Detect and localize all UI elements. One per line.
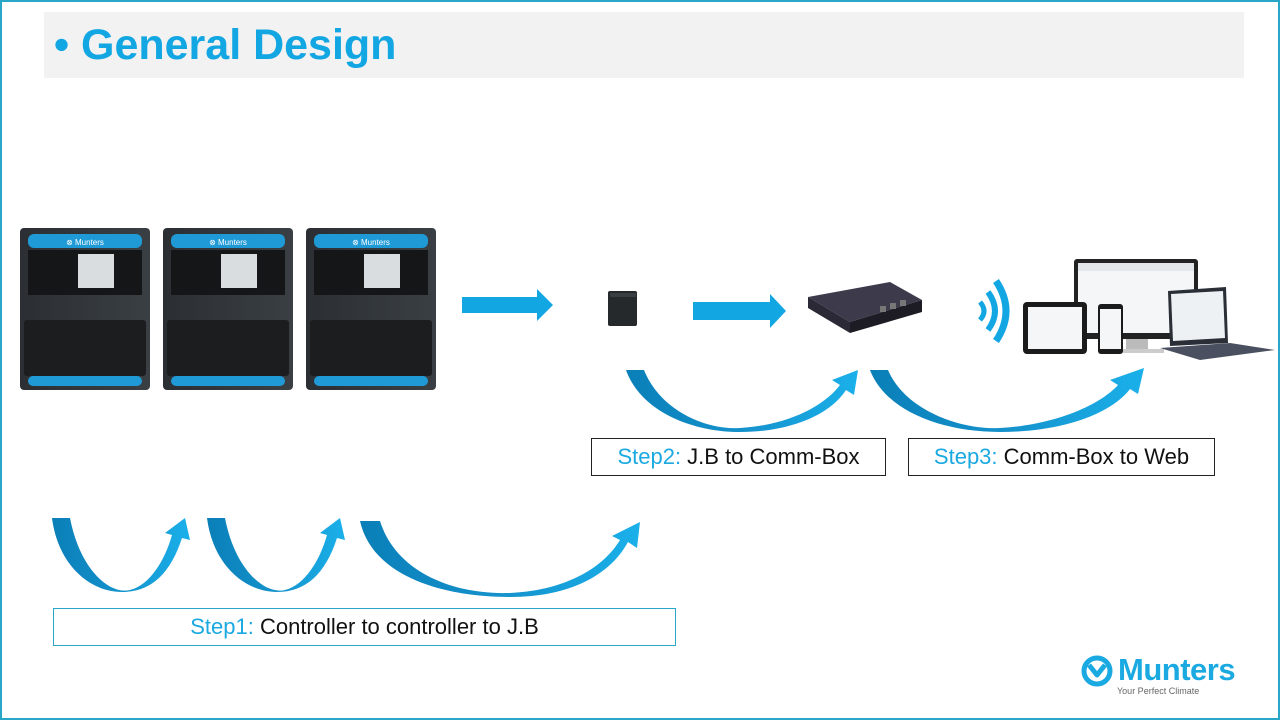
step3-lead: Step3: xyxy=(933,444,998,469)
slide-title: • General Design xyxy=(54,21,397,69)
step3-label-box: Step3: Comm-Box to Web xyxy=(908,438,1215,476)
wireless-signal-icon xyxy=(978,279,1010,343)
step2-text: J.B to Comm-Box xyxy=(681,444,860,469)
curved-arrow-step1-c xyxy=(360,521,640,597)
junction-box-device xyxy=(608,291,637,326)
curved-arrow-step2 xyxy=(626,370,858,432)
step1-label-box: Step1: Controller to controller to J.B xyxy=(53,608,676,646)
svg-text:⊗ Munters: ⊗ Munters xyxy=(352,238,390,247)
comm-box-device xyxy=(808,282,922,333)
arrow-right-icon xyxy=(462,289,553,321)
curved-arrows xyxy=(52,368,1144,597)
step3-text: Comm-Box to Web xyxy=(997,444,1190,469)
step2-label-box: Step2: J.B to Comm-Box xyxy=(591,438,886,476)
logo-wordmark: Munters xyxy=(1118,652,1236,687)
controller-3: ⊗ Munters xyxy=(306,228,436,390)
svg-text:⊗ Munters: ⊗ Munters xyxy=(209,238,247,247)
curved-arrow-step1-b xyxy=(207,518,345,592)
munters-logo: Munters Your Perfect Climate xyxy=(1080,652,1240,700)
svg-text:⊗ Munters: ⊗ Munters xyxy=(66,238,104,247)
title-bar: • General Design xyxy=(44,12,1244,78)
curved-arrow-step3 xyxy=(870,368,1144,432)
web-devices-image xyxy=(1023,259,1275,360)
controller-1: ⊗ Munters xyxy=(20,228,150,390)
curved-arrow-step1-a xyxy=(52,518,190,592)
step1-text: Controller to controller to J.B xyxy=(253,614,539,639)
logo-tagline: Your Perfect Climate xyxy=(1117,686,1200,696)
step1-lead: Step1: xyxy=(190,614,254,639)
step2-lead: Step2: xyxy=(617,444,682,469)
controller-2: ⊗ Munters xyxy=(163,228,293,390)
munters-logo-icon xyxy=(1081,655,1113,687)
arrow-right-icon xyxy=(693,294,786,328)
